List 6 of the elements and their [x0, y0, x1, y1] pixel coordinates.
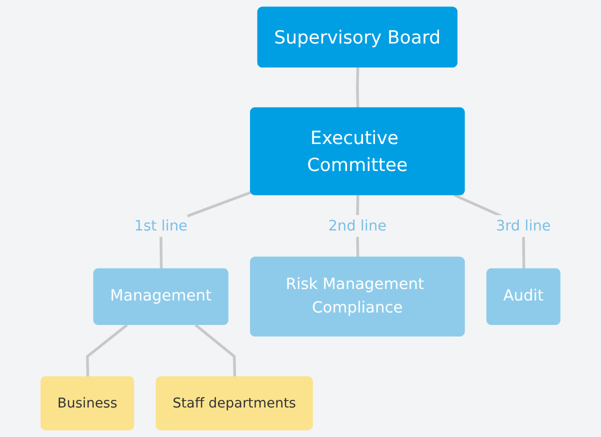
edge-label: 3rd line [496, 216, 551, 234]
edge-label: 2nd line [328, 216, 387, 234]
edge-label: 1st line [134, 216, 188, 234]
connector [194, 324, 236, 378]
connector [356, 67, 360, 108]
connector [86, 324, 128, 378]
